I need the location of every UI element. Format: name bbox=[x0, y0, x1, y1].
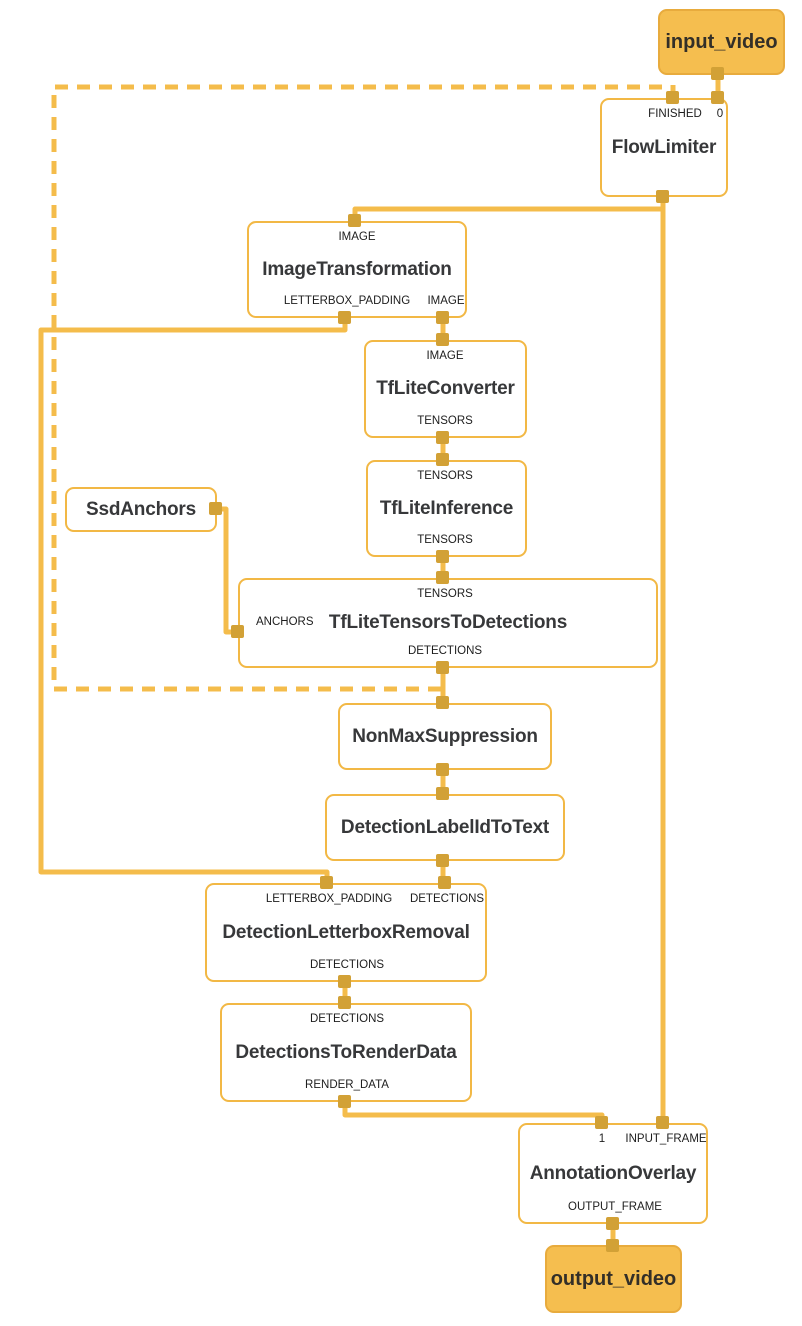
port-label-output-frame-out: OUTPUT_FRAME bbox=[568, 1201, 662, 1213]
port-input-video-out bbox=[711, 67, 724, 80]
node-title: TfLiteTensorsToDetections bbox=[328, 612, 568, 633]
port-label-detections-in: DETECTIONS bbox=[409, 893, 485, 905]
port-label-detections-out: DETECTIONS bbox=[407, 645, 483, 657]
node-output-video[interactable]: output_video bbox=[545, 1245, 682, 1313]
node-title: AnnotationOverlay bbox=[529, 1162, 697, 1184]
port-letterboxremoval-detections-out bbox=[338, 975, 351, 988]
port-label-finished: FINISHED bbox=[648, 108, 702, 120]
node-annotation-overlay[interactable]: 1 INPUT_FRAME AnnotationOverlay OUTPUT_F… bbox=[518, 1123, 708, 1224]
port-label-image-out: IMAGE bbox=[427, 295, 465, 307]
port-label-tensors-in: TENSORS bbox=[417, 588, 473, 600]
port-tfliteconverter-tensors-out bbox=[436, 431, 449, 444]
port-ssdanchors-out bbox=[209, 502, 222, 515]
port-label-1-in: 1 bbox=[598, 1133, 606, 1145]
node-title: TfLiteInference bbox=[379, 497, 514, 519]
port-label-render-data-out: RENDER_DATA bbox=[305, 1079, 389, 1091]
port-tfliteconverter-image-in bbox=[436, 333, 449, 346]
node-flow-limiter[interactable]: FINISHED 0 FlowLimiter bbox=[600, 98, 728, 197]
port-imagetransformation-letterbox-out bbox=[338, 311, 351, 324]
node-non-max-suppression[interactable]: NonMaxSuppression bbox=[338, 703, 552, 770]
node-title: DetectionLetterboxRemoval bbox=[222, 921, 470, 943]
port-label-image-in: IMAGE bbox=[426, 350, 464, 362]
port-flowlimiter-0 bbox=[711, 91, 724, 104]
node-title: SsdAnchors bbox=[86, 498, 196, 520]
port-label-letterbox-padding-out: LETTERBOX_PADDING bbox=[283, 295, 411, 307]
port-letterboxremoval-letterbox-in bbox=[320, 876, 333, 889]
port-label-detections-out: DETECTIONS bbox=[309, 959, 385, 971]
port-renderdata-out bbox=[338, 1095, 351, 1108]
port-flowlimiter-finished bbox=[666, 91, 679, 104]
port-label-tensors-out: TENSORS bbox=[417, 415, 473, 427]
stream-label: input_video bbox=[665, 30, 778, 53]
node-input-video[interactable]: input_video bbox=[658, 9, 785, 75]
port-tensorstodetections-tensors-in bbox=[436, 571, 449, 584]
node-title: DetectionLabelIdToText bbox=[340, 816, 550, 838]
port-letterboxremoval-detections-in bbox=[438, 876, 451, 889]
port-annotationoverlay-inputframe-in bbox=[656, 1116, 669, 1129]
edge-ssdanchors-to-tensorstodetections bbox=[216, 506, 238, 635]
port-nonmaxsuppression-in bbox=[436, 696, 449, 709]
node-image-transformation[interactable]: IMAGE ImageTransformation LETTERBOX_PADD… bbox=[247, 221, 467, 318]
port-tfliteinference-tensors-in bbox=[436, 453, 449, 466]
port-tensorstodetections-anchors-in bbox=[231, 625, 244, 638]
port-imagetransformation-image-out bbox=[436, 311, 449, 324]
port-labelidtotext-out bbox=[436, 854, 449, 867]
port-renderdata-detections-in bbox=[338, 996, 351, 1009]
port-labelidtotext-in bbox=[436, 787, 449, 800]
node-tflite-inference[interactable]: TENSORS TfLiteInference TENSORS bbox=[366, 460, 527, 557]
node-tflite-converter[interactable]: IMAGE TfLiteConverter TENSORS bbox=[364, 340, 527, 438]
port-label-letterbox-padding-in: LETTERBOX_PADDING bbox=[265, 893, 393, 905]
stream-label: output_video bbox=[550, 1267, 677, 1290]
port-label-tensors-out: TENSORS bbox=[417, 534, 473, 546]
node-ssd-anchors[interactable]: SsdAnchors bbox=[65, 487, 217, 532]
node-detections-to-render-data[interactable]: DETECTIONS DetectionsToRenderData RENDER… bbox=[220, 1003, 472, 1102]
edge-flowlimiter-to-imagetransformation bbox=[352, 206, 663, 221]
port-nonmaxsuppression-out bbox=[436, 763, 449, 776]
port-tensorstodetections-detections-out bbox=[436, 661, 449, 674]
port-output-video-in bbox=[606, 1239, 619, 1252]
port-label-input-frame-in: INPUT_FRAME bbox=[625, 1133, 707, 1145]
port-label-tensors-in: TENSORS bbox=[417, 470, 473, 482]
node-tflite-tensors-to-detections[interactable]: TENSORS ANCHORS TfLiteTensorsToDetection… bbox=[238, 578, 658, 668]
port-annotationoverlay-outputframe-out bbox=[606, 1217, 619, 1230]
node-title: DetectionsToRenderData bbox=[235, 1041, 457, 1063]
port-imagetransformation-image-in bbox=[348, 214, 361, 227]
node-detection-label-id-to-text[interactable]: DetectionLabelIdToText bbox=[325, 794, 565, 861]
port-flowlimiter-out bbox=[656, 190, 669, 203]
edge-renderdata-to-annotationoverlay bbox=[342, 1102, 605, 1123]
node-title: NonMaxSuppression bbox=[352, 725, 538, 747]
node-title: TfLiteConverter bbox=[376, 378, 515, 399]
port-tfliteinference-tensors-out bbox=[436, 550, 449, 563]
port-label-image-in: IMAGE bbox=[338, 231, 376, 243]
port-label-anchors-in: ANCHORS bbox=[256, 616, 314, 628]
port-annotationoverlay-1-in bbox=[595, 1116, 608, 1129]
node-title: FlowLimiter bbox=[611, 136, 717, 158]
port-label-detections-in: DETECTIONS bbox=[309, 1013, 385, 1025]
port-label-0: 0 bbox=[716, 108, 724, 120]
node-title: ImageTransformation bbox=[262, 258, 452, 280]
node-detection-letterbox-removal[interactable]: LETTERBOX_PADDING DETECTIONS DetectionLe… bbox=[205, 883, 487, 982]
